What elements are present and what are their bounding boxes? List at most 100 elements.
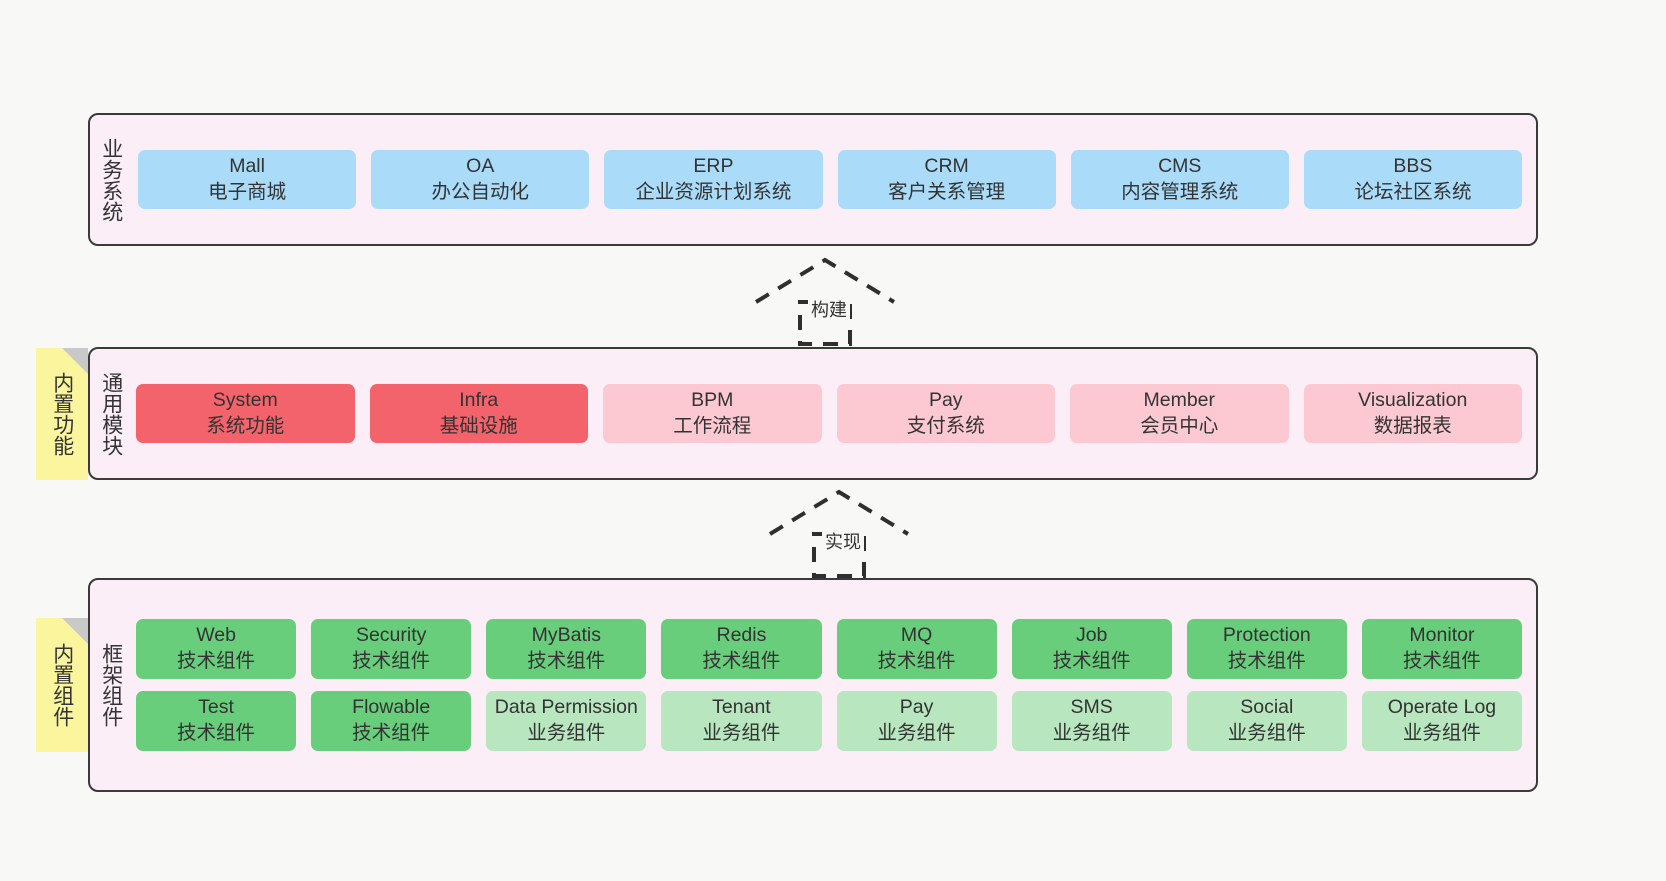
box-cms[interactable]: CMS 内容管理系统 — [1070, 149, 1289, 210]
box-subtitle: 技术组件 — [352, 650, 431, 673]
box-title: MyBatis — [531, 624, 601, 647]
box-title: System — [212, 388, 278, 411]
box-mall[interactable]: Mall 电子商城 — [138, 149, 357, 210]
box-oa[interactable]: OA 办公自动化 — [371, 149, 590, 210]
box-subtitle: 技术组件 — [877, 650, 956, 673]
box-subtitle: 业务组件 — [527, 721, 606, 744]
box-title: Web — [196, 624, 236, 647]
box-sms[interactable]: SMS 业务组件 — [1011, 691, 1172, 751]
box-redis[interactable]: Redis 技术组件 — [661, 619, 822, 679]
box-infra[interactable]: Infra 基础设施 — [369, 383, 588, 444]
box-web[interactable]: Web 技术组件 — [136, 619, 297, 679]
note-builtin-features: 内置功能 — [36, 348, 88, 480]
box-pay-component[interactable]: Pay 业务组件 — [836, 691, 997, 751]
layer-title-common-module: 通用模块 — [99, 371, 123, 456]
box-subtitle: 技术组件 — [1402, 650, 1481, 673]
box-title: BBS — [1393, 154, 1433, 177]
arrow-build: 构建 — [754, 257, 904, 346]
box-title: Redis — [716, 624, 767, 647]
box-title: CRM — [924, 154, 969, 177]
box-subtitle: 论坛社区系统 — [1354, 180, 1472, 203]
layer-title-business-system: 业务系统 — [99, 137, 123, 222]
box-subtitle: 企业资源计划系统 — [635, 180, 792, 203]
box-bbs[interactable]: BBS 论坛社区系统 — [1303, 149, 1523, 210]
layer-row: System 系统功能 Infra 基础设施 BPM 工作流程 Pay 支付系统… — [136, 383, 1522, 444]
box-title: Test — [198, 696, 234, 718]
layer-row: Test 技术组件 Flowable 技术组件 Data Permission … — [136, 691, 1522, 751]
box-subtitle: 技术组件 — [1052, 650, 1131, 673]
box-security[interactable]: Security 技术组件 — [311, 619, 472, 679]
layer-business-system: 业务系统 Mall 电子商城 OA 办公自动化 ERP 企业资源计划系统 CRM… — [88, 113, 1538, 246]
box-title: Mall — [229, 154, 265, 177]
box-crm[interactable]: CRM 客户关系管理 — [837, 149, 1056, 210]
layer-body-framework-component: Web 技术组件 Security 技术组件 MyBatis 技术组件 Redi… — [132, 580, 1536, 790]
box-title: Job — [1075, 624, 1108, 647]
box-title: Flowable — [352, 696, 431, 718]
box-title: Visualization — [1358, 388, 1468, 411]
layer-body-business-system: Mall 电子商城 OA 办公自动化 ERP 企业资源计划系统 CRM 客户关系… — [132, 115, 1536, 244]
box-flowable[interactable]: Flowable 技术组件 — [311, 691, 472, 751]
layer-row: Mall 电子商城 OA 办公自动化 ERP 企业资源计划系统 CRM 客户关系… — [138, 149, 1523, 210]
box-title: Protection — [1222, 624, 1311, 647]
box-title: Security — [355, 624, 427, 647]
box-erp[interactable]: ERP 企业资源计划系统 — [604, 149, 823, 210]
box-title: OA — [466, 154, 495, 177]
box-social[interactable]: Social 业务组件 — [1186, 691, 1347, 751]
box-protection[interactable]: Protection 技术组件 — [1186, 619, 1347, 679]
layer-common-module: 通用模块 System 系统功能 Infra 基础设施 BPM 工作流程 Pay… — [88, 347, 1538, 480]
box-subtitle: 工作流程 — [673, 414, 752, 437]
box-title: CMS — [1158, 154, 1202, 177]
box-test[interactable]: Test 技术组件 — [136, 691, 297, 751]
box-title: Monitor — [1409, 624, 1475, 647]
box-subtitle: 技术组件 — [702, 650, 781, 673]
box-title: Social — [1240, 696, 1294, 718]
box-subtitle: 客户关系管理 — [888, 180, 1006, 203]
box-subtitle: 支付系统 — [906, 414, 985, 437]
box-title: Operate Log — [1387, 696, 1497, 718]
box-subtitle: 技术组件 — [1227, 650, 1306, 673]
box-subtitle: 办公自动化 — [431, 180, 530, 203]
layer-framework-component: 框架组件 Web 技术组件 Security 技术组件 MyBatis 技术组件… — [88, 578, 1538, 792]
box-mybatis[interactable]: MyBatis 技术组件 — [486, 619, 647, 679]
box-visualization[interactable]: Visualization 数据报表 — [1303, 383, 1522, 444]
box-member[interactable]: Member 会员中心 — [1070, 383, 1289, 444]
box-system[interactable]: System 系统功能 — [136, 383, 355, 444]
box-subtitle: 电子商城 — [208, 180, 287, 203]
box-mq[interactable]: MQ 技术组件 — [836, 619, 997, 679]
box-operate-log[interactable]: Operate Log 业务组件 — [1361, 691, 1522, 751]
box-subtitle: 业务组件 — [1402, 721, 1481, 744]
box-data-permission[interactable]: Data Permission 业务组件 — [486, 691, 647, 751]
box-subtitle: 技术组件 — [177, 721, 256, 744]
box-subtitle: 业务组件 — [877, 721, 956, 744]
box-title: Tenant — [712, 696, 771, 718]
layer-body-common-module: System 系统功能 Infra 基础设施 BPM 工作流程 Pay 支付系统… — [132, 349, 1536, 478]
box-title: Data Permission — [494, 696, 638, 718]
box-subtitle: 业务组件 — [1052, 721, 1131, 744]
box-subtitle: 会员中心 — [1140, 414, 1219, 437]
box-subtitle: 技术组件 — [177, 650, 256, 673]
box-job[interactable]: Job 技术组件 — [1011, 619, 1172, 679]
box-title: ERP — [693, 154, 734, 177]
box-title: SMS — [1070, 696, 1113, 718]
box-subtitle: 技术组件 — [352, 721, 431, 744]
box-subtitle: 技术组件 — [527, 650, 606, 673]
box-title: BPM — [691, 388, 734, 411]
layer-row: Web 技术组件 Security 技术组件 MyBatis 技术组件 Redi… — [136, 619, 1522, 679]
box-tenant[interactable]: Tenant 业务组件 — [661, 691, 822, 751]
box-title: Pay — [899, 696, 934, 718]
box-subtitle: 基础设施 — [439, 414, 518, 437]
box-subtitle: 数据报表 — [1373, 414, 1452, 437]
box-subtitle: 业务组件 — [702, 721, 781, 744]
note-builtin-components: 内置组件 — [36, 618, 88, 752]
box-bpm[interactable]: BPM 工作流程 — [603, 383, 822, 444]
box-subtitle: 内容管理系统 — [1121, 180, 1239, 203]
arrow-realize-label: 实现 — [822, 532, 864, 552]
box-monitor[interactable]: Monitor 技术组件 — [1361, 619, 1522, 679]
layer-title-framework-component: 框架组件 — [99, 643, 123, 727]
box-subtitle: 业务组件 — [1227, 721, 1306, 744]
box-pay[interactable]: Pay 支付系统 — [836, 383, 1055, 444]
arrow-realize: 实现 — [768, 489, 918, 578]
box-subtitle: 系统功能 — [206, 414, 285, 437]
box-title: MQ — [900, 624, 933, 647]
